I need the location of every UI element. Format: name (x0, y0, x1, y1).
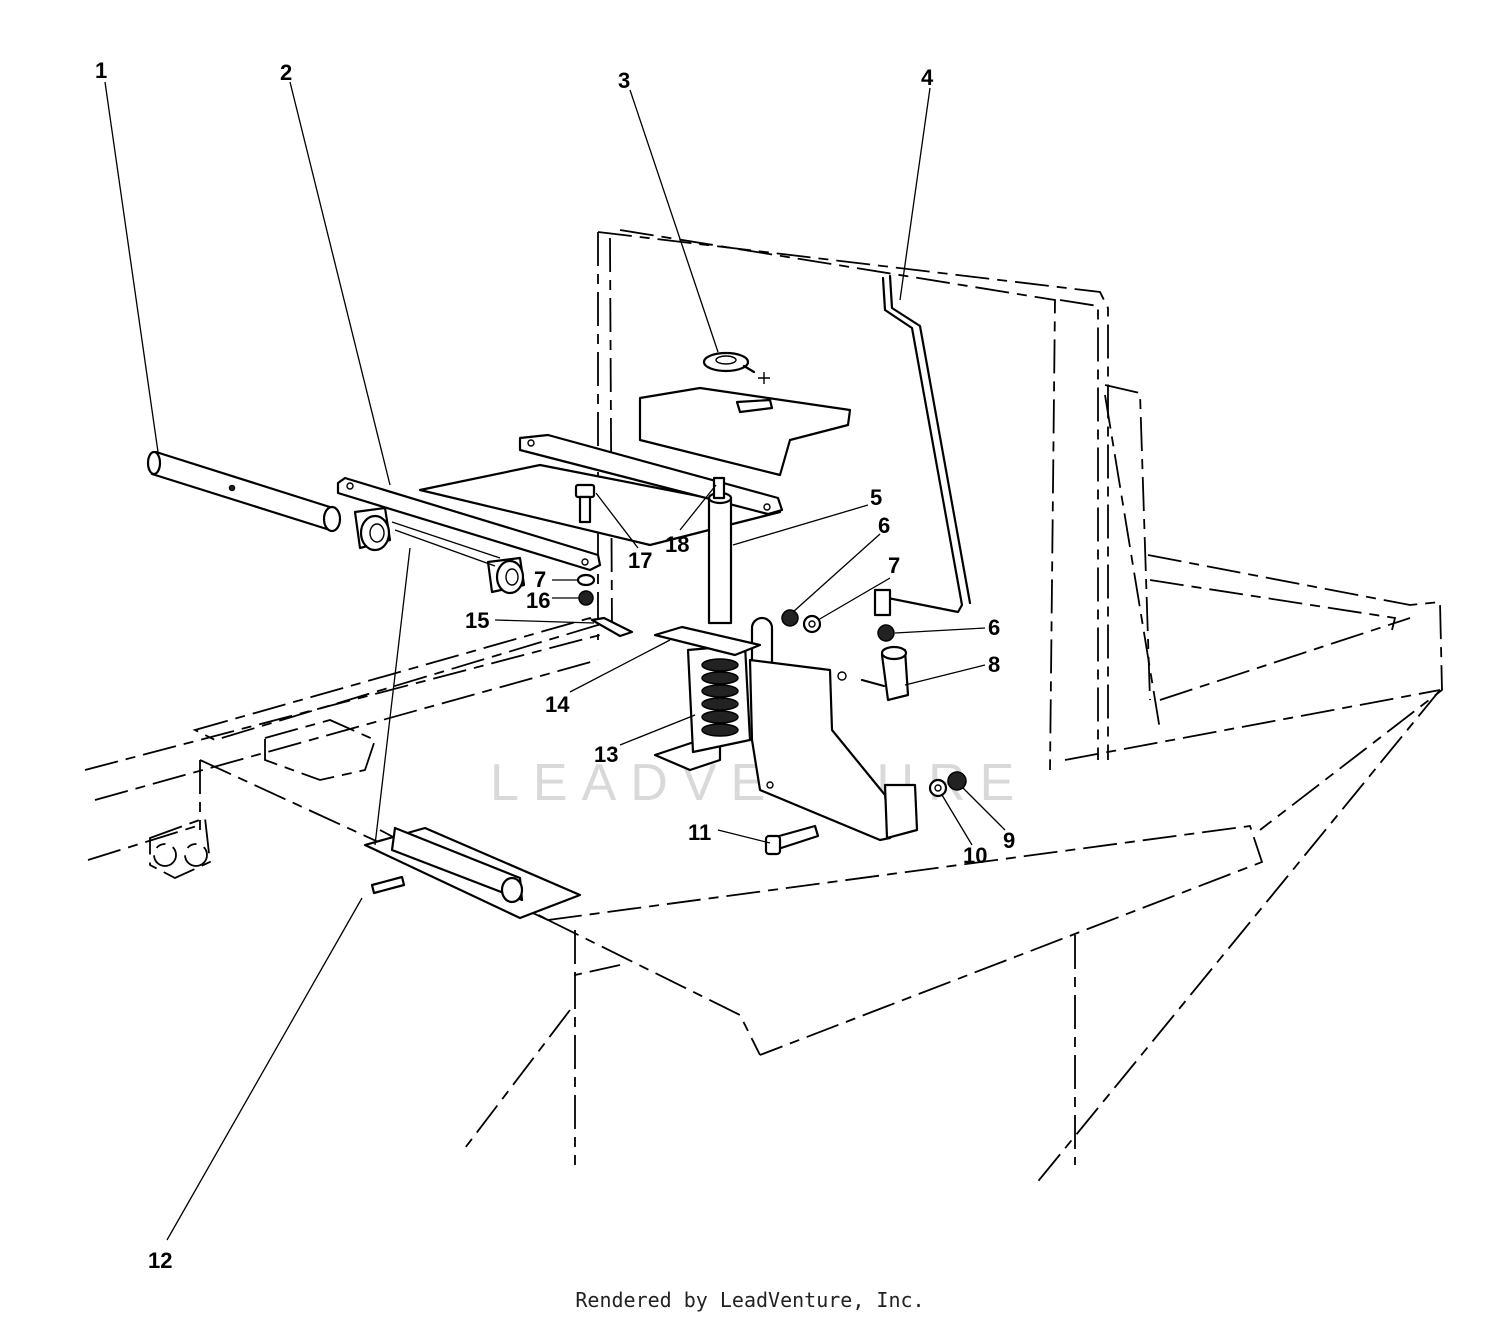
callout-3: 3 (618, 68, 630, 93)
callout-10: 10 (963, 843, 987, 868)
part-14-plate (653, 625, 762, 657)
callout-2: 2 (280, 60, 292, 85)
callout-14: 14 (545, 692, 570, 717)
callout-18: 18 (665, 532, 689, 557)
lower-hinge (363, 826, 582, 920)
callout-17: 17 (628, 548, 652, 573)
part-1-rod (146, 450, 342, 533)
callout-7a: 7 (534, 567, 546, 592)
callout-15: 15 (465, 608, 489, 633)
callout-1: 1 (95, 58, 107, 83)
callout-16: 16 (526, 588, 550, 613)
callouts: 1 2 3 4 5 6 6 7 7 8 9 10 11 12 13 14 15 … (95, 58, 1015, 1273)
callout-9: 9 (1003, 828, 1015, 853)
callout-13: 13 (594, 742, 618, 767)
hardware-nuts-washers (576, 573, 967, 798)
part-15-strip (590, 616, 634, 638)
part-17-bolt (574, 483, 596, 524)
part-4-bent-rod (873, 274, 972, 617)
seat-pan-plate (418, 463, 782, 547)
callout-12: 12 (148, 1248, 172, 1273)
part-13-spring (653, 643, 752, 772)
part-11-bolt (764, 824, 820, 856)
part-2-hinge-bar (336, 476, 602, 595)
spring-coils (701, 658, 739, 737)
callout-4: 4 (921, 65, 934, 90)
part-5-post (707, 476, 774, 690)
callout-8: 8 (988, 652, 1000, 677)
credit-line: Rendered by LeadVenture, Inc. (575, 1288, 925, 1312)
part-3-ring (702, 351, 770, 384)
callout-6a: 6 (878, 513, 890, 538)
part-12-pin (370, 875, 406, 895)
watermark: LEADVENTURE (490, 754, 1028, 812)
callout-11: 11 (688, 820, 711, 845)
leader-lines (104, 81, 1006, 1241)
callout-6b: 6 (988, 615, 1000, 640)
callout-5: 5 (870, 485, 882, 510)
part-8-knob (860, 645, 910, 702)
callout-7b: 7 (888, 553, 900, 578)
side-bracket (748, 658, 919, 842)
